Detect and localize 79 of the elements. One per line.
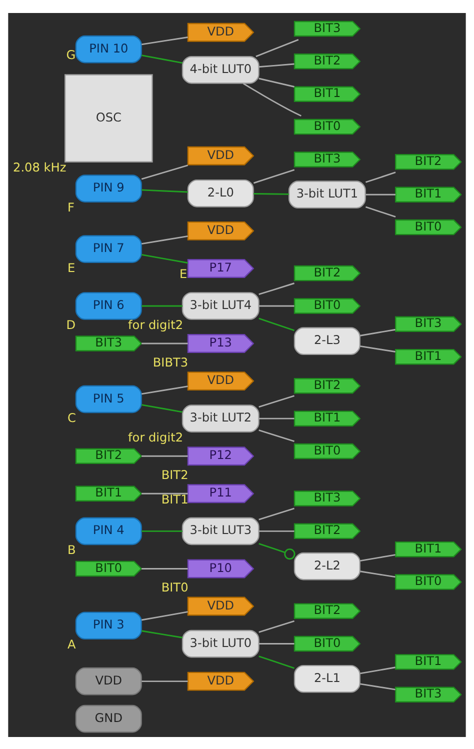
connector	[142, 304, 182, 306]
connector	[258, 655, 295, 668]
node-label: 2.08 kHz	[13, 160, 66, 174]
node-box: 3-bit LUT3	[182, 516, 260, 545]
connector	[142, 680, 188, 682]
connector	[141, 630, 183, 638]
connector	[258, 394, 294, 408]
connector	[141, 404, 183, 412]
node-box: 4-bit LUT0	[182, 55, 260, 84]
connector	[258, 542, 296, 560]
connector	[258, 62, 294, 68]
node-box: 2-L2	[294, 552, 360, 580]
connector	[258, 642, 294, 644]
connector	[258, 507, 294, 520]
connector	[365, 171, 396, 182]
node-label: D	[66, 317, 76, 332]
connector	[256, 38, 299, 57]
node-label: BIT1	[161, 492, 188, 506]
connector	[141, 253, 188, 264]
node-box: 3-bit LUT2	[182, 404, 260, 432]
connector	[141, 36, 188, 45]
connector	[360, 344, 396, 352]
connector	[258, 77, 294, 87]
connector	[254, 192, 289, 194]
node-box: PIN 5	[75, 384, 142, 413]
node-box: 2-L1	[294, 664, 360, 692]
connector	[258, 317, 295, 331]
node-box: PIN 7	[75, 234, 142, 262]
connector	[142, 188, 188, 192]
connector	[141, 385, 188, 394]
node-box: PIN 10	[75, 34, 142, 63]
node-label: BIBT3	[152, 355, 188, 370]
connector	[141, 234, 188, 244]
node-box: 3-bit LUT0	[182, 629, 260, 658]
node-box: 2-L0	[187, 178, 254, 207]
node-label: E	[68, 260, 76, 275]
connector	[360, 666, 396, 674]
node-box: 2-L3	[294, 326, 360, 355]
connector	[142, 567, 188, 569]
connector	[141, 54, 183, 64]
connector	[258, 530, 294, 532]
connector	[258, 282, 294, 295]
node-box: OSC	[64, 74, 153, 162]
node-box: GND	[75, 704, 142, 732]
node-label: for digit2	[128, 317, 184, 332]
connector	[142, 342, 188, 344]
node-label: F	[68, 200, 74, 214]
connector	[258, 620, 294, 632]
node-label: B	[68, 542, 76, 557]
connector	[142, 454, 188, 456]
connector	[253, 168, 295, 184]
node-box: VDD	[75, 666, 142, 695]
node-label: E	[179, 266, 188, 281]
node-label: for digit2	[128, 430, 184, 444]
node-label: BIT0	[161, 580, 188, 594]
node-box: PIN 6	[75, 292, 142, 320]
node-box: PIN 3	[75, 611, 142, 640]
connector	[141, 164, 188, 180]
connector	[142, 492, 188, 494]
node-box: PIN 9	[75, 174, 142, 202]
node-box: 3-bit LUT1	[288, 180, 366, 208]
connector	[365, 206, 396, 218]
connector	[360, 328, 396, 336]
node-label: BIT2	[161, 468, 188, 482]
connector	[141, 610, 188, 620]
node-box: PIN 4	[75, 516, 142, 545]
connector	[366, 193, 396, 195]
connector	[360, 682, 396, 690]
connector	[360, 570, 396, 578]
connector	[258, 304, 294, 306]
node-label: C	[68, 410, 76, 425]
connector	[258, 417, 294, 419]
connector	[258, 429, 294, 442]
connector	[242, 82, 302, 116]
node-box: 3-bit LUT4	[182, 292, 260, 320]
node-label: A	[68, 637, 76, 652]
connector	[360, 554, 396, 562]
connector	[142, 530, 182, 532]
node-label: G	[66, 48, 76, 62]
